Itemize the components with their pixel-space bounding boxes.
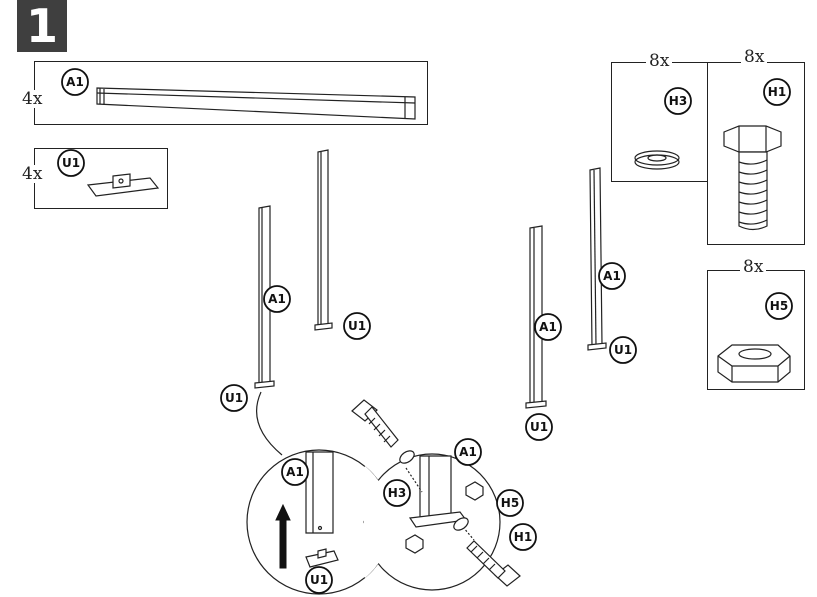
label-h1-hardware: H1 [763, 78, 791, 106]
bolt-h1-illustration [723, 125, 782, 231]
part-quantity-u1: 4x [22, 164, 43, 184]
label-h3-hardware: H3 [664, 87, 692, 115]
rail-a1-illustration [96, 87, 416, 120]
svg-text:U1: U1 [614, 343, 632, 357]
label-h5-hardware: H5 [765, 292, 793, 320]
arrow-up-icon [275, 503, 291, 569]
label-u1-post-left-back: U1 [343, 312, 371, 340]
step-number-badge: 1 [17, 0, 67, 52]
hardware-quantity-h3: 8x [646, 52, 673, 70]
part-quantity-a1: 4x [22, 89, 43, 109]
label-a1-detail-bolt: A1 [454, 438, 482, 466]
label-a1-post-right-front: A1 [534, 313, 562, 341]
hardware-quantity-h5: 8x [740, 258, 767, 276]
label-u1-detail-insert: U1 [305, 566, 333, 594]
svg-text:A1: A1 [459, 445, 477, 459]
label-a1-detail-insert: A1 [281, 458, 309, 486]
svg-text:U1: U1 [530, 420, 548, 434]
svg-text:U1: U1 [62, 156, 80, 170]
label-a1-post-right-back: A1 [598, 262, 626, 290]
label-a1-parts-list: A1 [61, 68, 89, 96]
svg-text:H1: H1 [768, 85, 786, 99]
svg-text:H3: H3 [669, 94, 687, 108]
label-u1-post-right-front: U1 [525, 413, 553, 441]
label-u1-parts-list: U1 [57, 149, 85, 177]
svg-text:H5: H5 [501, 496, 519, 510]
svg-text:A1: A1 [603, 269, 621, 283]
post-right-back [587, 167, 607, 351]
bracket-u1-illustration [86, 173, 160, 197]
insert-detail-illustration [275, 451, 339, 569]
svg-text:A1: A1 [268, 292, 286, 306]
label-u1-post-right-back: U1 [609, 336, 637, 364]
nut-h5-illustration [717, 344, 791, 383]
label-a1-post-left: A1 [263, 285, 291, 313]
svg-text:H1: H1 [514, 530, 532, 544]
label-h1-detail-bolt: H1 [509, 523, 537, 551]
detail-leader-line [256, 391, 283, 456]
label-h5-detail-bolt: H5 [496, 489, 524, 517]
svg-text:U1: U1 [310, 573, 328, 587]
svg-text:A1: A1 [539, 320, 557, 334]
svg-text:H3: H3 [388, 486, 406, 500]
svg-text:A1: A1 [66, 75, 84, 89]
svg-text:U1: U1 [225, 391, 243, 405]
svg-text:H5: H5 [770, 299, 788, 313]
post-left-back [314, 149, 333, 331]
bolt-detail-illustration [351, 399, 521, 587]
svg-text:A1: A1 [286, 465, 304, 479]
svg-text:U1: U1 [348, 319, 366, 333]
label-h3-detail-bolt: H3 [383, 479, 411, 507]
hardware-quantity-h1: 8x [741, 48, 768, 66]
washer-h3-illustration [634, 150, 680, 170]
post-right-front [525, 225, 547, 409]
label-u1-post-left: U1 [220, 384, 248, 412]
